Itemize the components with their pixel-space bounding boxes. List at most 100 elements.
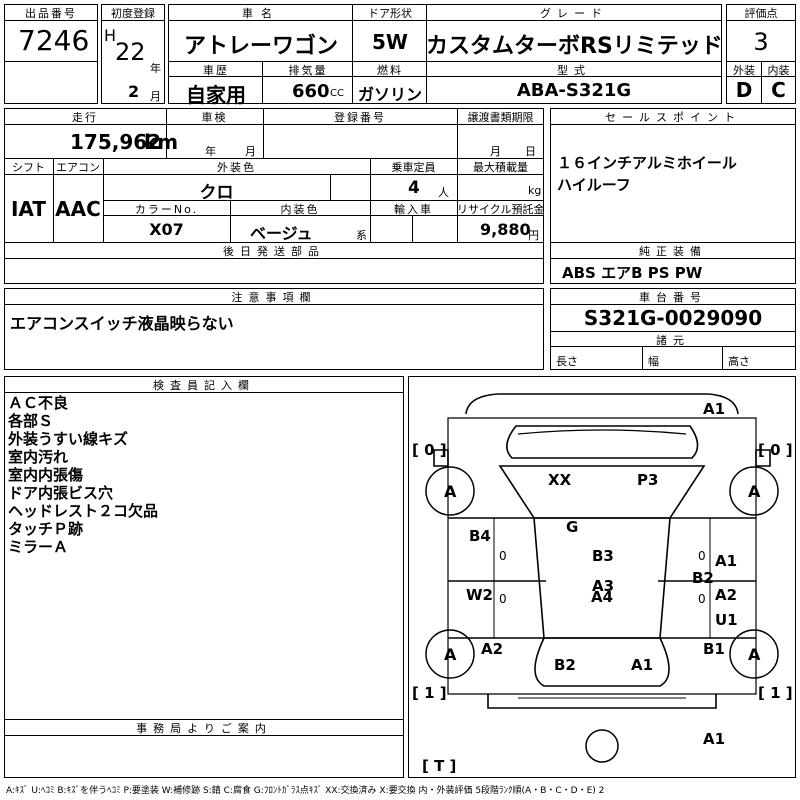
score-cell <box>726 4 796 62</box>
body-outline <box>447 417 757 695</box>
legend: A:ｷｽﾞ U:ﾍｺﾐ B:ｷｽﾞを伴うﾍｺﾐ P:要塗装 W:補修跡 S:錆 … <box>6 786 605 796</box>
ext-label: 外装 <box>733 64 755 77</box>
mark-b1: B1 <box>703 640 725 658</box>
notes-label: 注意事項欄 <box>231 291 317 304</box>
displacement-label: 排気量 <box>288 64 328 77</box>
mark-b4: B4 <box>469 527 491 545</box>
int-score: C <box>771 78 786 102</box>
roof-front <box>498 465 706 519</box>
model: ABA-S321G <box>516 80 632 101</box>
sales-point-line: ハイルーフ <box>557 176 631 194</box>
mark-bottom-a1: A1 <box>703 730 726 748</box>
import-label: 輸入車 <box>394 203 433 216</box>
tire-rear-left <box>425 629 475 679</box>
load-unit: kg <box>528 184 542 197</box>
fuel: ガソリン <box>357 85 422 104</box>
tire-fl-mark: A <box>444 482 457 501</box>
int-label: 内装 <box>767 64 790 77</box>
shift-label: シフト <box>12 161 45 174</box>
capacity-label: 乗車定員 <box>391 161 436 174</box>
hood <box>506 425 699 459</box>
lot-number: 7246 <box>18 24 90 57</box>
grade: カスタムターボRSリミテッド <box>426 34 723 59</box>
mark-a2-left: A2 <box>481 640 504 658</box>
tire-front-left <box>425 466 475 516</box>
mark-b3: B3 <box>592 547 614 565</box>
inspection-label: 車検 <box>201 111 228 124</box>
score-label: 評価点 <box>744 7 778 20</box>
lot-empty-cell <box>4 61 98 104</box>
office-label: 事務局よりご案内 <box>136 722 272 735</box>
equipment-label: 純正装備 <box>639 245 707 258</box>
tire-fr-count: [ 0 ] <box>758 441 793 459</box>
rear-window <box>534 637 670 687</box>
chassis-label: 車台番号 <box>639 291 707 304</box>
colorno: X07 <box>149 220 184 239</box>
chassis-box <box>550 288 796 370</box>
grade-label: グレード <box>540 7 608 20</box>
mark-a1-bottom: A1 <box>631 656 654 674</box>
displacement-cell <box>262 61 354 104</box>
history-cell <box>168 61 264 104</box>
car-name-cell <box>168 4 354 62</box>
displacement: 660 <box>292 81 330 102</box>
month-unit: 月 <box>150 90 161 103</box>
windshield <box>517 429 687 435</box>
sales-point-lines: １６インチアルミホイールハイルーフ <box>557 152 737 196</box>
left-side <box>448 517 546 639</box>
tire-rr-mark: A <box>748 645 761 664</box>
inspector-note-line: 室内汚れ <box>8 448 69 466</box>
insp-year-unit: 年 <box>205 145 216 158</box>
mark-b2-bottom: B2 <box>554 656 576 674</box>
transfer-month-unit: 月 <box>490 145 501 158</box>
equipment: ABS エアB PS PW <box>562 264 703 282</box>
fuel-label: 燃料 <box>377 64 403 77</box>
inspector-note-line: 室内内張傷 <box>8 466 84 484</box>
mark-a1-right: A1 <box>715 552 738 570</box>
mark-p3: P3 <box>637 471 659 489</box>
zero-right-3: 0 <box>499 592 507 606</box>
lot-label: 出品番号 <box>25 7 77 20</box>
reg-month: 2 <box>128 82 140 101</box>
door-label: ドア形状 <box>368 7 412 20</box>
transfer-day-unit: 日 <box>525 145 536 158</box>
mark-w2: W2 <box>466 586 493 604</box>
intcolor-unit: 系 <box>356 229 367 242</box>
mark-u1: U1 <box>715 611 738 629</box>
reg-year: 22 <box>115 38 146 66</box>
inspector-note-line: ミラーＡ <box>8 538 69 556</box>
mark-b2-right: B2 <box>692 569 714 587</box>
damage-diagram-box <box>408 376 796 778</box>
model-cell <box>426 61 722 104</box>
mark-g: G <box>566 518 579 536</box>
mark-top-a1: A1 <box>703 400 726 418</box>
tire-rl-mark: A <box>444 645 457 664</box>
era: H <box>104 26 117 45</box>
score: 3 <box>753 28 769 56</box>
ext-color: クロ <box>199 183 234 203</box>
inspector-note-line: 外装うすい線キズ <box>8 430 129 448</box>
int-score-cell <box>761 61 796 104</box>
specs-table <box>4 108 544 284</box>
rear-bumper <box>487 694 717 709</box>
front-bumper <box>465 393 739 415</box>
car-diagram <box>425 393 779 763</box>
color-label: 外装色 <box>217 161 256 174</box>
sales-point-box <box>550 108 796 284</box>
mark-a3-shown: A3 <box>592 577 615 595</box>
chassis-number: S321G-0029090 <box>583 306 763 330</box>
car-name-label: 車名 <box>242 7 280 20</box>
model-label: 型式 <box>557 64 591 77</box>
year-unit: 年 <box>150 62 161 75</box>
inspector-note-line: 各部Ｓ <box>8 412 54 430</box>
tire-front-right <box>729 466 779 516</box>
zero-right-1: 0 <box>698 549 706 563</box>
ext-score: D <box>735 78 753 102</box>
recycle-label: リサイクル預託金 <box>457 203 545 216</box>
insp-month-unit: 月 <box>245 145 256 158</box>
mark-xx: XX <box>548 471 572 489</box>
sales-point-label: セールスポイント <box>605 111 741 124</box>
mileage-unit: km <box>144 130 179 154</box>
grade-cell <box>426 4 722 62</box>
later-parts-label: 後日発送部品 <box>223 245 325 258</box>
